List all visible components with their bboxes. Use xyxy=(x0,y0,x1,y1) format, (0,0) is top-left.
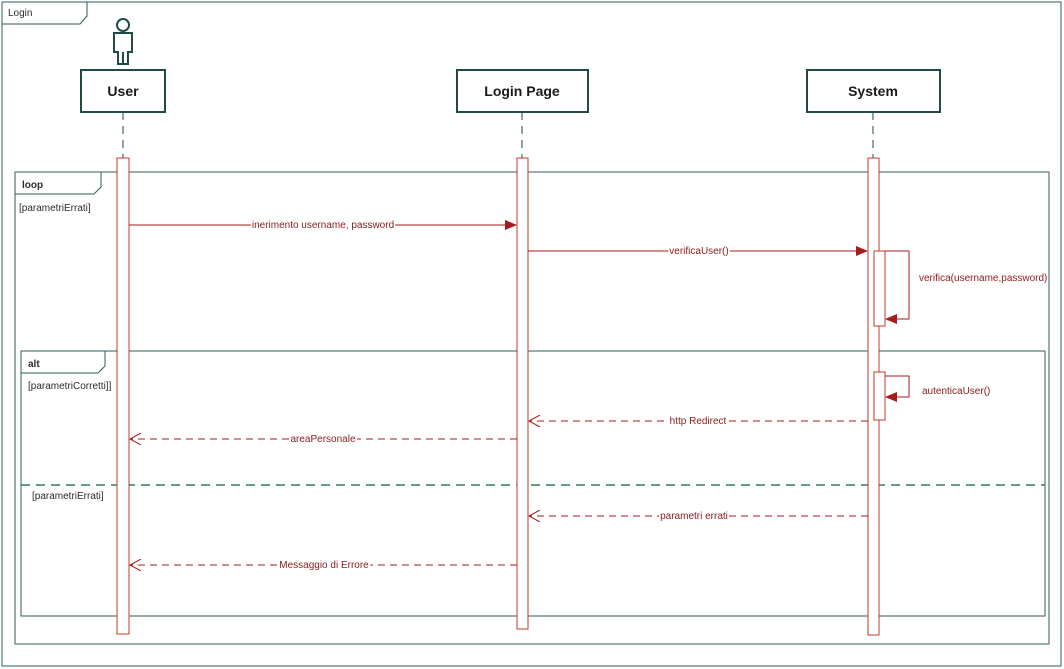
participant-user[interactable]: User xyxy=(80,69,166,113)
loop-guard: [parametriErrati] xyxy=(19,203,91,214)
message-label-background xyxy=(918,273,1049,284)
activation-system-verifica xyxy=(873,250,886,327)
message-label-background xyxy=(250,220,396,231)
message-arrow-autentica-self[interactable] xyxy=(885,375,910,402)
participant-login-page[interactable]: Login Page xyxy=(456,69,589,113)
activation-login-page xyxy=(516,157,529,630)
actor-icon xyxy=(113,18,133,65)
message-label-inserimento: inerimento username, password xyxy=(252,220,394,231)
participant-system[interactable]: System xyxy=(806,69,941,113)
activation-user xyxy=(116,157,130,635)
participant-label-user: User xyxy=(107,83,139,99)
message-label-background xyxy=(289,434,357,445)
message-label-background xyxy=(659,511,729,522)
message-label-autentica-self: autenticaUser() xyxy=(922,386,990,397)
outer-frame-tab xyxy=(2,2,88,25)
message-label-verifica-self: verifica(username,password) xyxy=(919,273,1047,284)
message-arrow-verifica-self[interactable] xyxy=(885,250,910,324)
alt-fragment xyxy=(20,350,1046,617)
loop-fragment-tab xyxy=(15,172,102,195)
message-label-parametri-errati: parametri errati xyxy=(660,511,728,522)
message-label-background xyxy=(668,246,730,257)
alt-guard-2: [parametriErrati] xyxy=(32,491,104,502)
diagram-title: Login xyxy=(8,8,32,19)
participant-label-system: System xyxy=(848,83,898,99)
activation-system-autentica xyxy=(873,371,886,421)
message-label-background xyxy=(921,386,992,397)
message-label-background xyxy=(278,560,371,571)
alt-fragment-tab xyxy=(21,351,106,374)
message-label-area-personale: areaPersonale xyxy=(290,434,355,445)
message-label-messaggio-errore: Messaggio di Errore xyxy=(279,560,369,571)
message-label-verifica-user: verificaUser() xyxy=(669,246,728,257)
participant-label-login-page: Login Page xyxy=(484,83,560,99)
message-label-http-redirect: http Redirect xyxy=(670,416,727,427)
alt-guard-1: [parametriCorretti]] xyxy=(28,381,112,392)
alt-label: alt xyxy=(28,359,40,370)
loop-label: loop xyxy=(22,180,43,191)
message-label-background xyxy=(668,416,728,427)
loop-fragment xyxy=(14,171,1050,645)
